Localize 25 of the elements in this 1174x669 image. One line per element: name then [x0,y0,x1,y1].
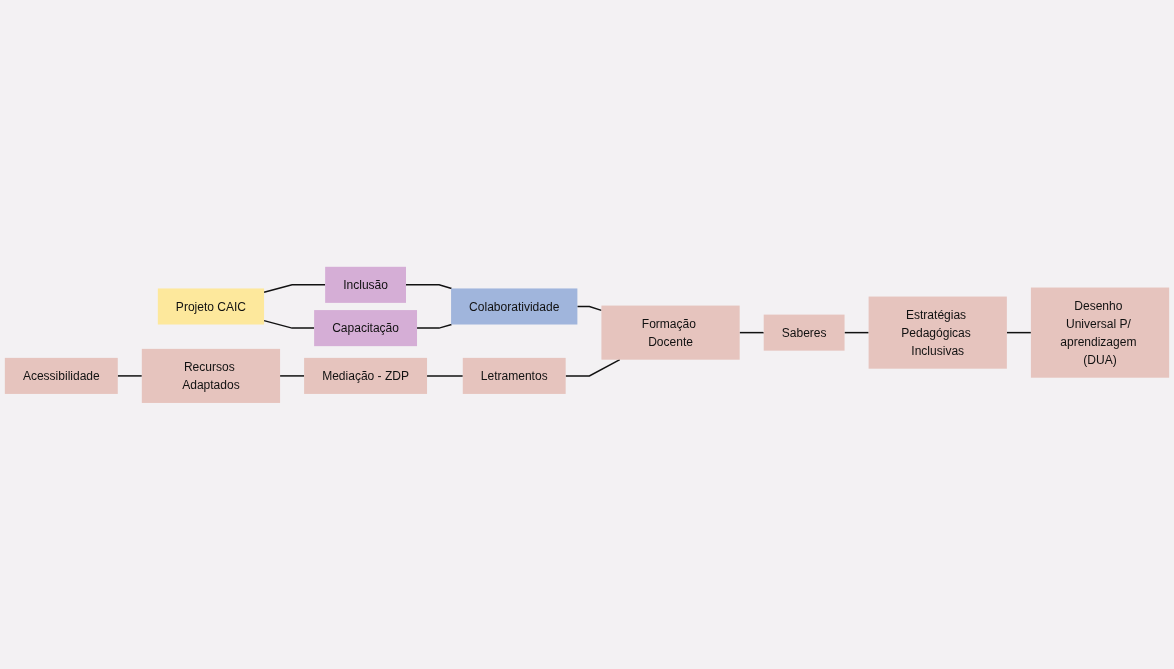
node-box [1030,287,1170,378]
connector [843,331,870,333]
node-box [157,288,265,325]
node-box [314,309,417,346]
connector [1006,331,1032,333]
connector [738,331,765,333]
diagram: Projeto CAIC Inclusão Capacitação Colaboratividade Acessibilidade Recursos Adaptados Mediação - ZDP Letramentos Formação Docente Saberes Estratégias Pedagógicas Inclusivas Desenho Universal P/ aprendizagem (DUA) [0,261,1174,408]
connector [564,358,621,377]
node-box [601,305,740,360]
node-box [304,357,428,394]
connector [405,283,453,289]
node-box [763,314,845,351]
node-box [451,288,578,325]
node-box [462,357,566,394]
connector [279,374,305,377]
node-box [325,266,406,303]
connector [576,305,603,311]
node-box [4,357,118,394]
connector [416,323,453,329]
connector [263,283,326,293]
connector [426,374,464,377]
connector [263,319,315,329]
node-box [141,348,281,403]
node-box [868,296,1007,369]
connector [117,374,143,377]
